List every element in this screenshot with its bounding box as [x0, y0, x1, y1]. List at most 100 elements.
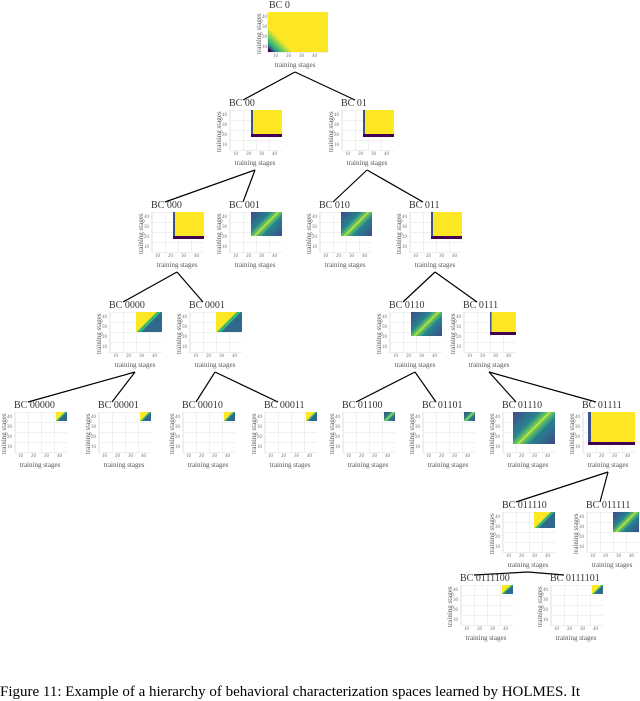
- node-title: BC 00001: [98, 400, 139, 411]
- y-tick: 20: [334, 132, 339, 138]
- y-tick: 40: [495, 514, 500, 520]
- x-tick: 20: [480, 354, 485, 359]
- y-tick: 30: [382, 324, 387, 330]
- x-tick: 30: [212, 454, 217, 459]
- y-tick: 10: [262, 44, 267, 50]
- node-title: BC 0111100: [460, 573, 510, 584]
- x-tick: 20: [599, 454, 604, 459]
- y-tick: 30: [257, 424, 262, 430]
- x-tick: 40: [272, 254, 277, 259]
- y-tick: 30: [182, 324, 187, 330]
- x-tick: 40: [593, 627, 598, 632]
- edge-0111-01110: [488, 371, 517, 403]
- y-tick: 20: [415, 434, 420, 440]
- x-tick: 40: [312, 54, 317, 59]
- x-tick: 20: [519, 454, 524, 459]
- x-tick: 20: [358, 152, 363, 157]
- heatmap-plot: [264, 412, 317, 453]
- heatmap-plot: [502, 512, 555, 553]
- node-title: BC 01: [341, 98, 367, 109]
- y-tick: 30: [495, 524, 500, 530]
- y-tick: 10: [312, 244, 317, 250]
- x-tick: 10: [413, 254, 418, 259]
- x-tick: 20: [426, 254, 431, 259]
- similarity-heatmap: [490, 312, 516, 335]
- y-tick: 20: [222, 132, 227, 138]
- x-tick: 10: [233, 152, 238, 157]
- x-tick: 20: [477, 627, 482, 632]
- node-title: BC 001: [229, 200, 260, 211]
- y-tick: 20: [579, 534, 584, 540]
- x-tick: 40: [57, 454, 62, 459]
- node-title: BC 011111: [586, 500, 631, 511]
- y-tick: 30: [453, 597, 458, 603]
- x-tick: 30: [44, 454, 49, 459]
- y-tick: 10: [495, 444, 500, 450]
- node-title: BC 00000: [14, 400, 55, 411]
- y-axis-label: training stages: [328, 413, 336, 454]
- x-tick: 10: [102, 454, 107, 459]
- y-tick: 10: [222, 142, 227, 148]
- y-axis-label: training stages: [255, 13, 263, 54]
- edge-000-0000: [122, 271, 178, 303]
- node-title: BC 00010: [182, 400, 223, 411]
- edge-0111-01111: [488, 371, 597, 403]
- heatmap-plot: [151, 212, 204, 253]
- y-tick: 40: [402, 214, 407, 220]
- y-axis-label: training stages: [568, 413, 576, 454]
- y-axis-label: training stages: [95, 313, 103, 354]
- x-axis-label: training stages: [103, 461, 145, 469]
- y-tick: 20: [102, 334, 107, 340]
- similarity-heatmap: [410, 312, 442, 336]
- y-tick: 40: [334, 112, 339, 118]
- y-tick: 10: [495, 544, 500, 550]
- x-tick: 10: [273, 54, 278, 59]
- x-tick: 10: [346, 454, 351, 459]
- y-axis-label: training stages: [488, 513, 496, 554]
- y-axis-label: training stages: [305, 213, 313, 254]
- x-tick: 10: [113, 354, 118, 359]
- x-tick: 40: [225, 454, 230, 459]
- heatmap-plot: [502, 412, 555, 453]
- x-tick: 40: [152, 354, 157, 359]
- similarity-heatmap: [513, 412, 555, 444]
- x-tick: 20: [336, 254, 341, 259]
- similarity-heatmap: [55, 412, 67, 421]
- heatmap-plot: [189, 312, 242, 353]
- x-tick: 30: [439, 254, 444, 259]
- y-axis-label: training stages: [449, 313, 457, 354]
- node-title: BC 011: [409, 200, 440, 211]
- x-tick: 10: [590, 554, 595, 559]
- y-tick: 10: [335, 444, 340, 450]
- x-tick: 20: [439, 454, 444, 459]
- x-tick: 20: [115, 454, 120, 459]
- x-tick: 40: [503, 627, 508, 632]
- y-tick: 10: [222, 244, 227, 250]
- x-axis-label: training stages: [234, 159, 276, 167]
- x-axis-label: training stages: [587, 461, 629, 469]
- x-axis-label: training stages: [274, 61, 316, 69]
- x-tick: 40: [307, 454, 312, 459]
- y-tick: 20: [7, 434, 12, 440]
- y-tick: 20: [402, 234, 407, 240]
- x-tick: 40: [194, 254, 199, 259]
- heatmap-plot: [409, 212, 462, 253]
- x-tick: 20: [519, 554, 524, 559]
- y-tick: 40: [102, 314, 107, 320]
- y-tick: 30: [91, 424, 96, 430]
- y-tick: 10: [415, 444, 420, 450]
- x-tick: 40: [506, 354, 511, 359]
- edge-0110-01100: [355, 371, 416, 403]
